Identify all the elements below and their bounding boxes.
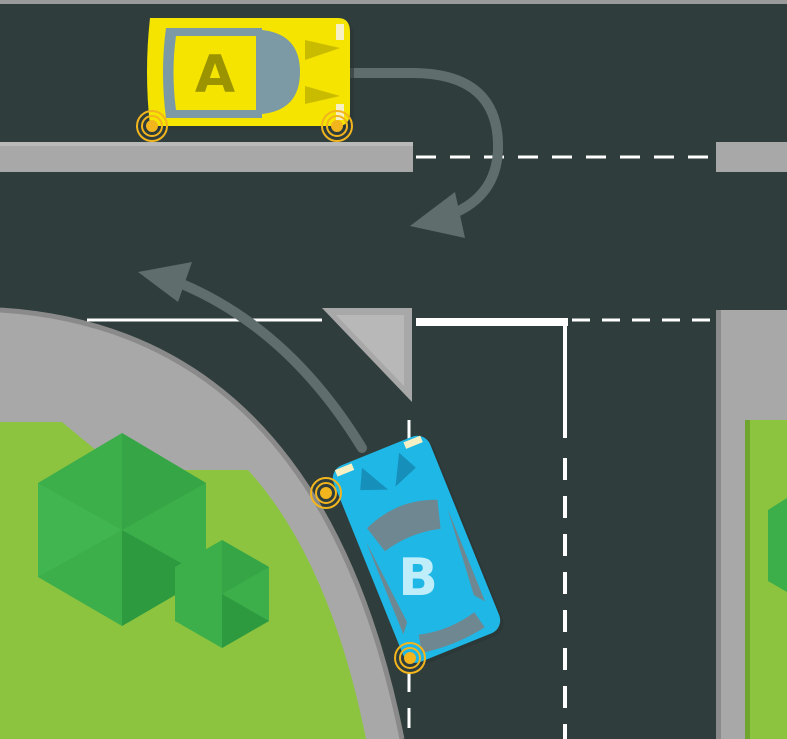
- top-curb: [0, 0, 787, 4]
- indicator-icon: [136, 110, 168, 142]
- tree-icon: [175, 540, 269, 648]
- u-turn-arrow-icon: [343, 68, 504, 238]
- indicator-icon: [321, 110, 353, 142]
- indicator-icon: [310, 477, 342, 509]
- tree-icon: [38, 433, 206, 626]
- turn-arrow-icon: [138, 262, 367, 453]
- tree-icon: [768, 498, 787, 592]
- car-b-label: B: [398, 548, 438, 608]
- car-a-label: A: [195, 45, 235, 105]
- car-b: B: [332, 435, 504, 665]
- indicator-icon: [394, 642, 426, 674]
- median-left: [0, 142, 413, 172]
- car-a: A: [147, 18, 354, 130]
- median-right: [716, 142, 787, 172]
